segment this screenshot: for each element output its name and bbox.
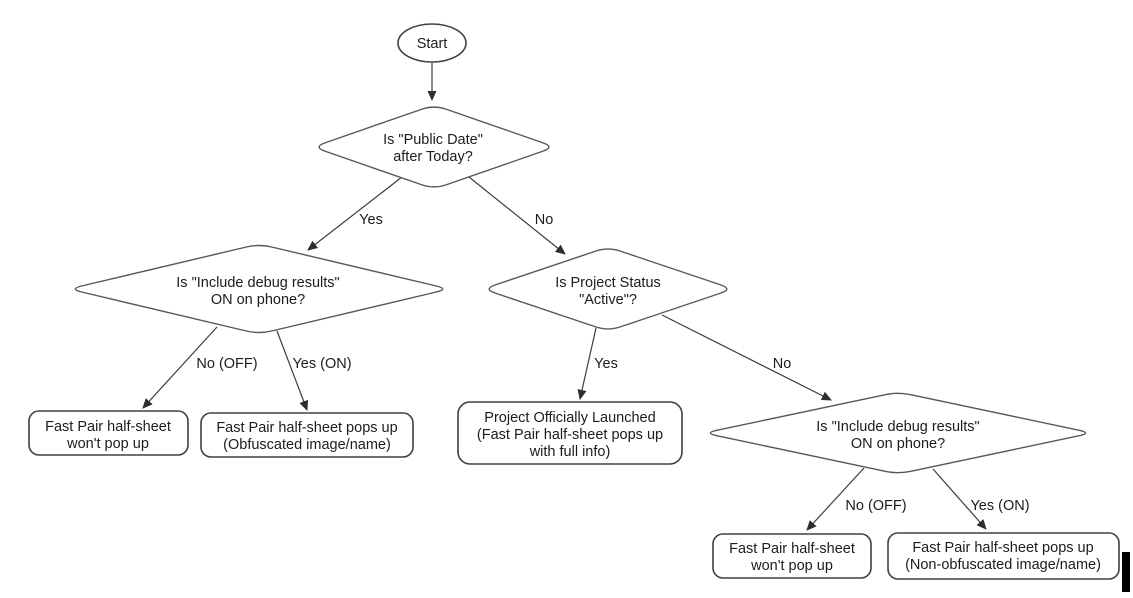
- decision-debug-right-shape: [709, 392, 1087, 474]
- node-no-popup-right: Fast Pair half-sheet won't pop up: [712, 533, 872, 579]
- edge-label-debug-right-yes: Yes (ON): [970, 498, 1029, 514]
- no-popup-right-line2: won't pop up: [750, 558, 833, 574]
- edge-label-public-yes: Yes: [359, 212, 383, 228]
- edge-public-date-no: [468, 176, 566, 255]
- decision-debug-left-shape: [74, 244, 444, 334]
- decision-debug-left-line2: ON on phone?: [211, 292, 305, 308]
- edge-label-debug-left-no: No (OFF): [196, 356, 257, 372]
- edges: [142, 63, 987, 531]
- no-popup-left-box: [28, 410, 189, 456]
- edge-label-status-no: No: [773, 356, 792, 372]
- node-decision-public-date: Is "Public Date" after Today?: [318, 106, 550, 188]
- node-decision-debug-right: Is "Include debug results" ON on phone?: [709, 392, 1087, 474]
- text-cursor: [1122, 552, 1130, 592]
- edge-status-no: [661, 314, 832, 401]
- no-popup-left-line2: won't pop up: [66, 436, 149, 452]
- no-popup-right-line1: Fast Pair half-sheet: [729, 541, 855, 557]
- edge-label-status-yes: Yes: [594, 356, 618, 372]
- decision-debug-right-line2: ON on phone?: [851, 436, 945, 452]
- decision-debug-right-line1: Is "Include debug results": [816, 419, 979, 435]
- launched-box: [457, 401, 683, 465]
- launched-line3: with full info): [529, 444, 611, 460]
- launched-line2: (Fast Pair half-sheet pops up: [477, 427, 663, 443]
- edge-debug-right-yes: [932, 468, 987, 530]
- edge-label-debug-right-no: No (OFF): [845, 498, 906, 514]
- edge-debug-left-yes: [276, 330, 309, 411]
- launched-line1: Project Officially Launched: [484, 410, 655, 426]
- node-obfuscated: Fast Pair half-sheet pops up (Obfuscated…: [200, 412, 414, 458]
- decision-public-date-shape: [318, 106, 550, 188]
- edge-public-date-yes: [307, 176, 403, 251]
- obfuscated-line2: (Obfuscated image/name): [223, 437, 391, 453]
- decision-project-status-shape: [488, 248, 728, 330]
- node-decision-debug-left: Is "Include debug results" ON on phone?: [74, 244, 444, 334]
- no-popup-right-box: [712, 533, 872, 579]
- edge-label-public-no: No: [535, 212, 554, 228]
- edge-status-yes: [577, 327, 597, 400]
- decision-project-status-line2: "Active"?: [579, 292, 637, 308]
- node-start: Start: [397, 23, 467, 63]
- decision-public-date-line2: after Today?: [393, 149, 473, 165]
- edge-label-debug-left-yes: Yes (ON): [292, 356, 351, 372]
- edge-debug-right-no: [806, 467, 865, 531]
- node-decision-project-status: Is Project Status "Active"?: [488, 248, 728, 330]
- non-obfuscated-box: [887, 532, 1120, 580]
- non-obfuscated-line1: Fast Pair half-sheet pops up: [912, 540, 1093, 556]
- start-ellipse: [397, 23, 467, 63]
- edge-debug-left-no: [142, 326, 218, 409]
- decision-debug-left-line1: Is "Include debug results": [176, 275, 339, 291]
- decision-project-status-line1: Is Project Status: [555, 275, 661, 291]
- obfuscated-box: [200, 412, 414, 458]
- start-label: Start: [417, 36, 448, 52]
- decision-public-date-line1: Is "Public Date": [383, 132, 483, 148]
- node-launched: Project Officially Launched (Fast Pair h…: [457, 401, 683, 465]
- non-obfuscated-line2: (Non-obfuscated image/name): [905, 557, 1101, 573]
- node-non-obfuscated: Fast Pair half-sheet pops up (Non-obfusc…: [887, 532, 1120, 580]
- no-popup-left-line1: Fast Pair half-sheet: [45, 419, 171, 435]
- obfuscated-line1: Fast Pair half-sheet pops up: [216, 420, 397, 436]
- node-no-popup-left: Fast Pair half-sheet won't pop up: [28, 410, 189, 456]
- edge-labels: Yes No No (OFF) Yes (ON) Yes No No (OFF)…: [196, 212, 1029, 514]
